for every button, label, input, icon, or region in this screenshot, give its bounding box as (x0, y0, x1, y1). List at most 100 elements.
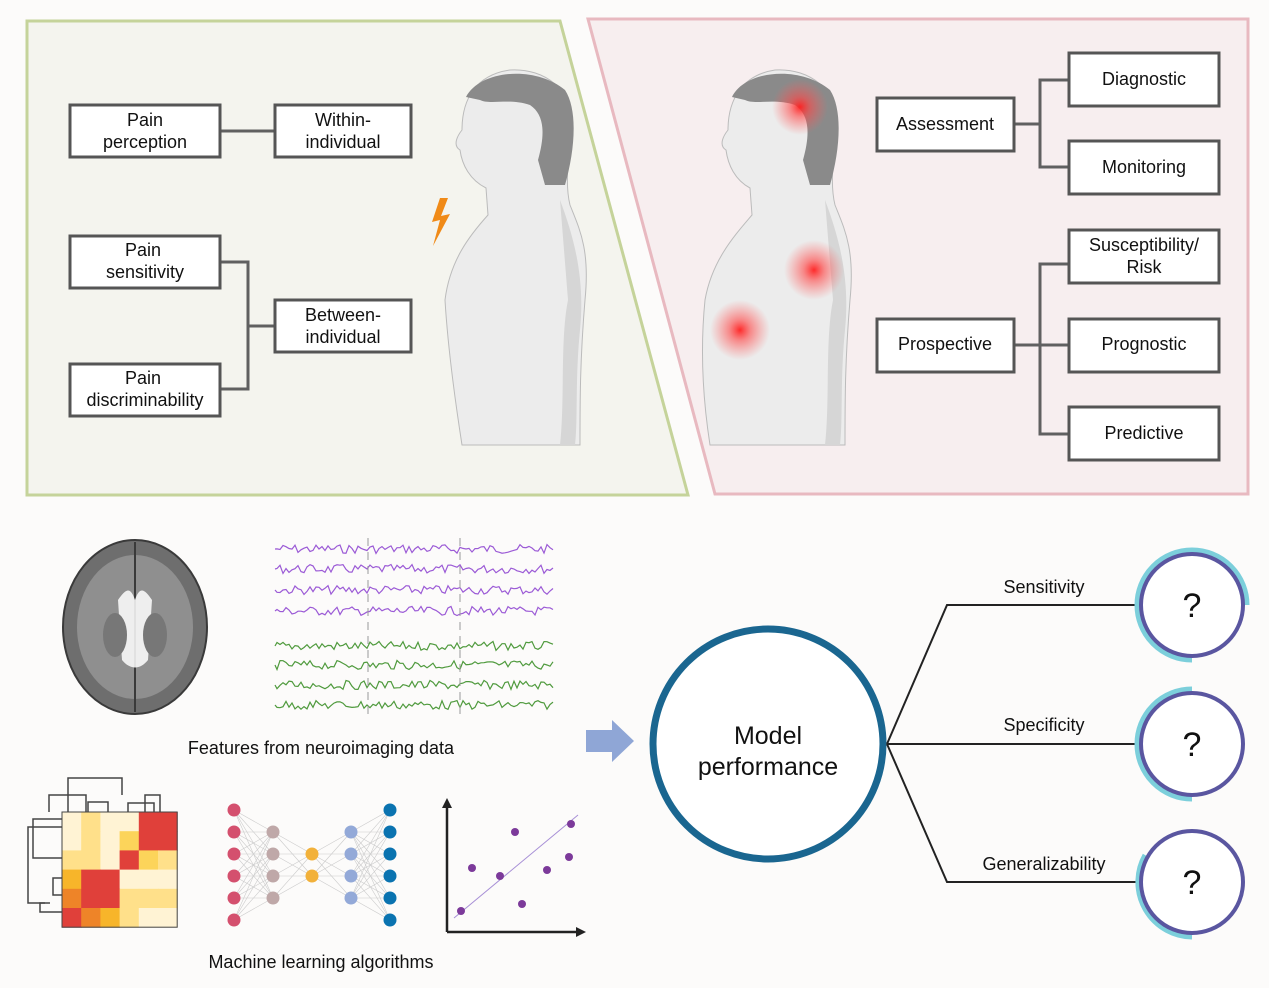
heatmap-cell (100, 869, 121, 890)
heatmap-cell (138, 908, 159, 928)
nn-node (383, 847, 397, 861)
heatmap-cell (100, 850, 121, 871)
metric-value: ? (1183, 864, 1202, 902)
nn-node (383, 803, 397, 817)
heatmap-cell (62, 850, 82, 871)
nn-node (227, 825, 241, 839)
box-within-individual: Within- individual (273, 103, 413, 159)
nn-node (227, 891, 241, 905)
nn-node (266, 869, 280, 883)
heatmap-cell (119, 888, 140, 909)
box-pain-sensitivity: Pain sensitivity (68, 234, 222, 290)
heatmap-cell (81, 869, 101, 890)
heatmap-cell (138, 850, 159, 871)
box-label: Assessment (896, 114, 994, 134)
pain-spot-chest (710, 300, 770, 360)
eeg-trace (274, 640, 554, 652)
heatmap-cell (138, 888, 159, 909)
heatmap-cell (119, 908, 140, 928)
heatmap-cell (81, 850, 101, 871)
box-label: Susceptibility/ (1089, 235, 1199, 255)
scatter-point (496, 872, 504, 880)
nn-node (227, 803, 241, 817)
heatmap-cell (138, 812, 159, 832)
eeg-trace (274, 584, 554, 596)
heatmap-cell (62, 908, 82, 928)
box-label: Prospective (898, 334, 992, 354)
ml-caption: Machine learning algorithms (208, 952, 433, 972)
box-diagnostic: Diagnostic (1067, 51, 1221, 108)
heatmap-cell (81, 908, 101, 928)
right-connectors (1014, 78, 1069, 436)
box-label: Prognostic (1101, 334, 1186, 354)
heatmap-cell (62, 812, 82, 832)
box-prospective: Prospective (875, 317, 1016, 374)
heatmap-cell (81, 812, 101, 832)
heatmap-cell (158, 888, 178, 909)
metric-circle-generalizability: ? (1135, 829, 1245, 940)
nn-node (305, 847, 319, 861)
heatmap-cell (100, 908, 121, 928)
eeg-trace (274, 659, 554, 672)
nn-node (266, 847, 280, 861)
box-label: Pain (125, 240, 161, 260)
nn-node (266, 891, 280, 905)
box-label: individual (305, 327, 380, 347)
nn-node (266, 825, 280, 839)
heatmap-cell (100, 812, 121, 832)
metric-circle-specificity: ? (1134, 686, 1245, 802)
nn-node (383, 891, 397, 905)
metric-value: ? (1183, 587, 1202, 625)
box-monitoring: Monitoring (1067, 139, 1221, 196)
box-assessment: Assessment (875, 96, 1016, 153)
metric-label-generalizability: Generalizability (982, 854, 1105, 874)
nn-node (344, 847, 358, 861)
nn-node (305, 869, 319, 883)
box-label: Predictive (1104, 423, 1183, 443)
nn-node (344, 825, 358, 839)
features-caption: Features from neuroimaging data (188, 738, 455, 758)
heatmap-cell (62, 888, 82, 909)
eeg-trace (274, 543, 554, 555)
box-label: Pain (127, 110, 163, 130)
scatter-point (567, 820, 575, 828)
nn-node (383, 869, 397, 883)
scatter-plot-icon (442, 798, 586, 937)
heatmap-icon (61, 811, 178, 928)
box-label: sensitivity (106, 262, 184, 282)
dendrogram (27, 777, 161, 913)
eeg-trace (274, 679, 554, 691)
box-pain-perception: Pain perception (68, 103, 222, 159)
scatter-point (565, 853, 573, 861)
metric-circle-sensitivity: ? (1134, 547, 1250, 663)
heatmap-cell (119, 831, 140, 851)
box-label: Monitoring (1102, 157, 1186, 177)
eeg-trace (274, 563, 554, 575)
heatmap-cell (138, 831, 159, 851)
heatmap-cell (119, 869, 140, 890)
heatmap-cell (119, 850, 140, 871)
box-label: Risk (1127, 257, 1163, 277)
heatmap-cell (119, 812, 140, 832)
human-figure-left-icon (444, 69, 587, 446)
metric-label-sensitivity: Sensitivity (1003, 577, 1084, 597)
heatmap-cell (158, 831, 178, 851)
heatmap-cell (158, 850, 178, 871)
eeg-signals (274, 543, 554, 711)
heatmap-cell (158, 908, 178, 928)
heatmap-cell (138, 869, 159, 890)
scatter-point (518, 900, 526, 908)
scatter-point (543, 866, 551, 874)
box-label: individual (305, 132, 380, 152)
model-performance-circle (649, 625, 887, 863)
box-label: Between- (305, 305, 381, 325)
nn-node (227, 847, 241, 861)
eeg-trace (274, 605, 554, 617)
scatter-point (468, 864, 476, 872)
box-label: perception (103, 132, 187, 152)
box-susceptibility-risk: Susceptibility/ Risk (1067, 228, 1221, 285)
left-connectors (220, 129, 275, 391)
box-label: Within- (315, 110, 371, 130)
box-pain-discriminability: Pain discriminability (68, 362, 222, 418)
heatmap-cell (100, 831, 121, 851)
